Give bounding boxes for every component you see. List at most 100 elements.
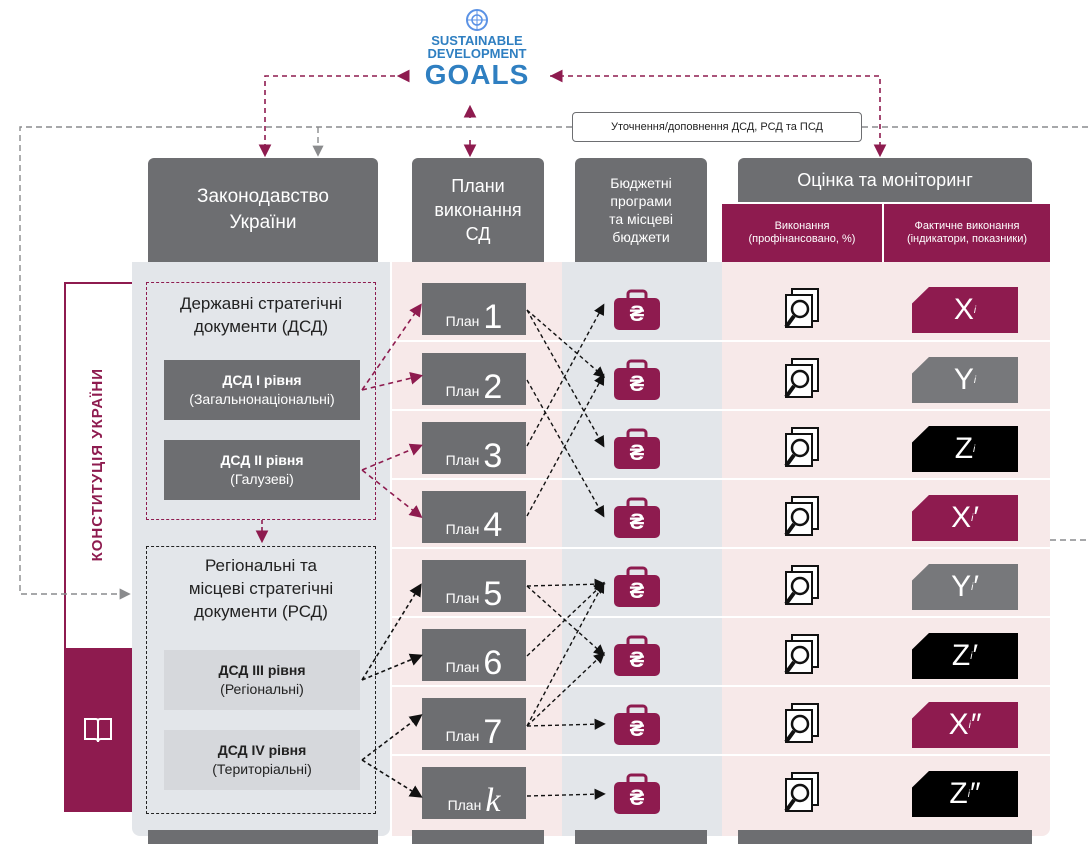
plan-word: План bbox=[445, 590, 480, 606]
budget-briefcase-icon: ₴ bbox=[612, 359, 662, 401]
sdg-line-3: GOALS bbox=[424, 59, 530, 90]
un-emblem-icon bbox=[466, 9, 488, 31]
plan-word: План bbox=[445, 659, 480, 675]
indicator-letter: X bbox=[951, 501, 972, 534]
book-icon bbox=[84, 718, 112, 743]
document-magnifier-icon bbox=[780, 633, 824, 679]
document-magnifier-icon bbox=[780, 564, 824, 610]
indicator-subscript: i bbox=[970, 650, 973, 662]
indicator-letter: X bbox=[948, 708, 969, 741]
hryvnia-symbol: ₴ bbox=[629, 647, 645, 672]
plan-word: План bbox=[445, 521, 480, 537]
hryvnia-symbol: ₴ bbox=[629, 785, 645, 810]
indicator-letter: Z bbox=[951, 639, 971, 672]
plan-number: 6 bbox=[483, 644, 503, 682]
constitution-label: КОНСТИТУЦІЯ УКРАЇНИ bbox=[88, 368, 106, 562]
header-evaluation: Оцінка та моніторинг bbox=[738, 158, 1032, 202]
plan-number: 7 bbox=[483, 713, 503, 751]
indicator-subscript: i bbox=[973, 443, 976, 455]
plan-word: План bbox=[445, 383, 480, 399]
plan-number: 1 bbox=[483, 298, 503, 336]
regional-docs-title: Регіональні та місцеві стратегічні докум… bbox=[188, 556, 334, 621]
footer-bar-legislation bbox=[148, 830, 378, 844]
constitution-book-block bbox=[64, 648, 132, 812]
budget-briefcase-icon: ₴ bbox=[612, 635, 662, 677]
footer-bar-plans bbox=[412, 830, 544, 844]
indicator-prime: ′ bbox=[973, 570, 979, 603]
document-magnifier-icon bbox=[780, 771, 824, 817]
plan-word: План bbox=[447, 797, 482, 813]
dsd-level-1: ДСД І рівня (Загальнонаціональні) bbox=[164, 360, 360, 420]
budget-briefcase-icon: ₴ bbox=[612, 566, 662, 608]
plan-word: План bbox=[445, 452, 480, 468]
indicator-letter: Y bbox=[953, 363, 974, 396]
sdg-line-2: DEVELOPMENT bbox=[427, 46, 527, 61]
plan-number: 5 bbox=[483, 575, 503, 613]
document-magnifier-icon bbox=[780, 357, 824, 403]
plan-word: План bbox=[445, 728, 480, 744]
indicator-letter: X bbox=[953, 293, 974, 326]
sdg-logo: SUSTAINABLE DEVELOPMENT GOALS bbox=[410, 8, 544, 104]
footer-bar-budget bbox=[575, 830, 707, 844]
document-magnifier-icon bbox=[780, 495, 824, 541]
indicator-subscript: i bbox=[968, 719, 971, 731]
footer-bar-evaluation bbox=[738, 830, 1032, 844]
budget-briefcase-icon: ₴ bbox=[612, 497, 662, 539]
plan-word: План bbox=[445, 313, 480, 329]
document-magnifier-icon bbox=[780, 287, 824, 333]
plan-number: 2 bbox=[483, 368, 503, 406]
indicator-subscript: i bbox=[973, 304, 977, 316]
budget-briefcase-icon: ₴ bbox=[612, 289, 662, 331]
header-execution: Виконання (профінансовано, %) bbox=[722, 204, 882, 262]
hryvnia-symbol: ₴ bbox=[629, 578, 645, 603]
hryvnia-symbol: ₴ bbox=[629, 301, 645, 326]
clarify-label: Уточнення/доповнення ДСД, РСД та ПСД bbox=[572, 112, 862, 142]
indicator-subscript: i bbox=[971, 512, 974, 524]
budget-briefcase-icon: ₴ bbox=[612, 428, 662, 470]
sdg-line-1: SUSTAINABLE bbox=[431, 33, 523, 48]
header-plans: Плани виконання СД bbox=[412, 158, 544, 262]
budget-panel bbox=[562, 262, 722, 836]
dsd-level-3: ДСД ІІІ рівня (Регіональні) bbox=[164, 650, 360, 710]
hryvnia-symbol: ₴ bbox=[629, 440, 645, 465]
plan-number: k bbox=[485, 782, 501, 819]
dsd-level-4: ДСД IV рівня (Територіальні) bbox=[164, 730, 360, 790]
header-actual: Фактичне виконання (індикатори, показник… bbox=[884, 204, 1050, 262]
budget-briefcase-icon: ₴ bbox=[612, 704, 662, 746]
indicator-letter: Z bbox=[954, 432, 974, 465]
hryvnia-symbol: ₴ bbox=[629, 509, 645, 534]
plan-number: 4 bbox=[483, 506, 503, 544]
hryvnia-symbol: ₴ bbox=[629, 371, 645, 396]
budget-briefcase-icon: ₴ bbox=[612, 773, 662, 815]
indicator-subscript: i bbox=[973, 374, 977, 386]
indicator-prime: ″ bbox=[970, 708, 982, 741]
indicator-prime: ″ bbox=[969, 777, 981, 810]
header-legislation: Законодавство України bbox=[148, 158, 378, 262]
header-budget: Бюджетні програми та місцеві бюджети bbox=[575, 158, 707, 262]
indicator-prime: ′ bbox=[973, 501, 979, 534]
hryvnia-symbol: ₴ bbox=[629, 716, 645, 741]
evaluation-panel bbox=[722, 262, 1050, 836]
indicator-prime: ′ bbox=[972, 639, 979, 672]
state-docs-title: Державні стратегічні документи (ДСД) bbox=[179, 294, 343, 336]
document-magnifier-icon bbox=[780, 702, 824, 748]
indicator-subscript: i bbox=[967, 788, 970, 800]
indicator-letter: Z bbox=[949, 777, 968, 810]
indicator-letter: Y bbox=[951, 570, 972, 603]
